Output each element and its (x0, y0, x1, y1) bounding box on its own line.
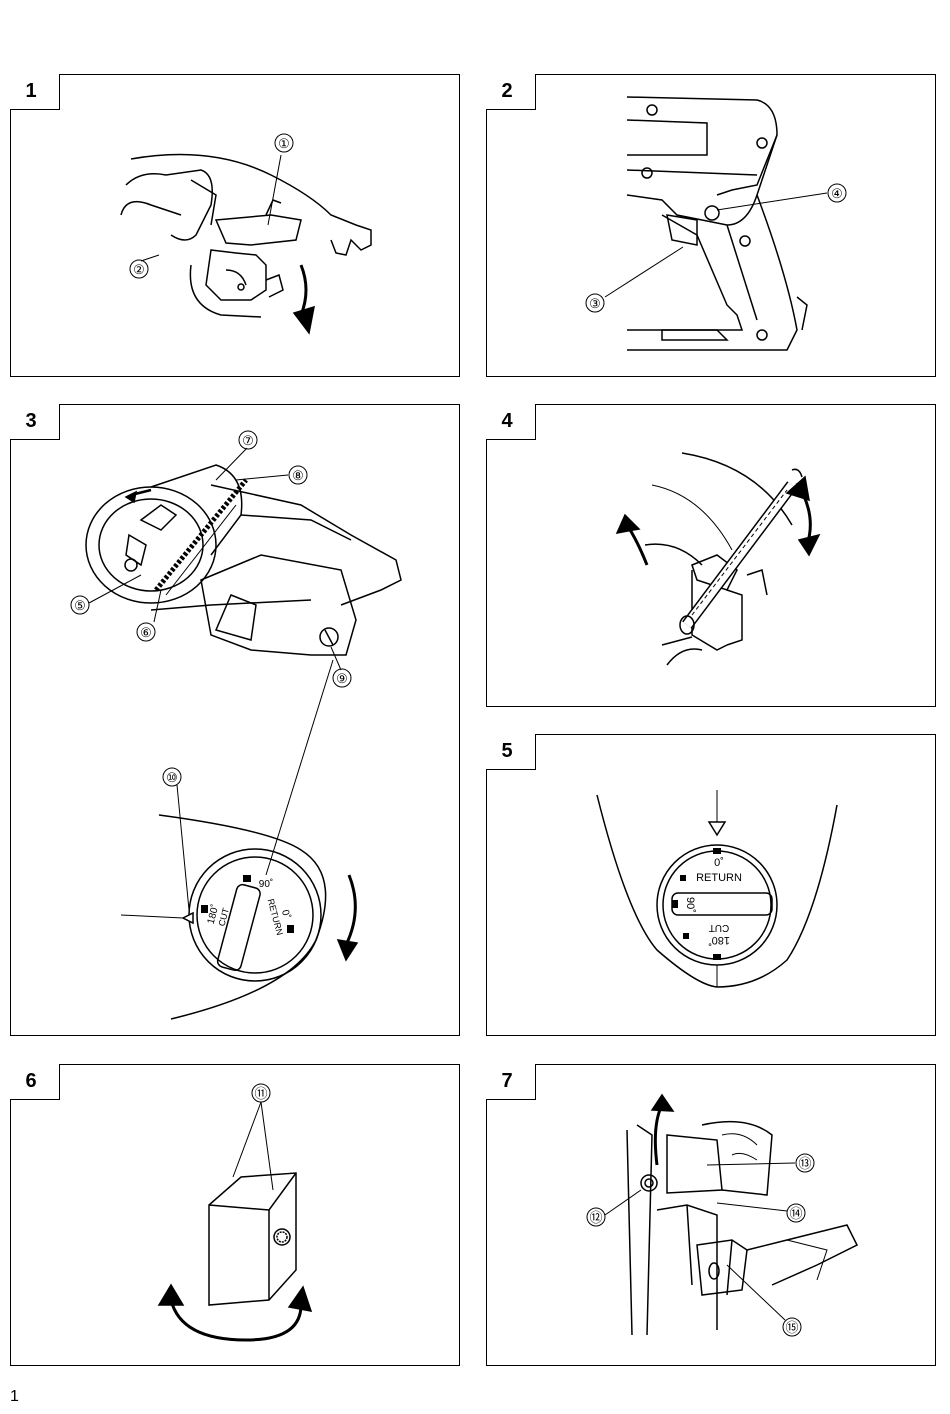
callout-12: ⑫ (589, 1210, 602, 1225)
figure-6-illustration: ⑪ (157, 1083, 313, 1342)
callout-11: ⑪ (254, 1086, 267, 1101)
dial-0-label: 0˚ (279, 908, 293, 920)
dial-return-label: RETURN (696, 872, 742, 884)
dial-90-label: 90˚ (684, 897, 696, 913)
callout-8: ⑧ (292, 468, 304, 483)
figure-number-tab: 6 (9, 1063, 60, 1100)
page-number: 1 (10, 1388, 19, 1405)
callout-14: ⑭ (789, 1206, 802, 1221)
figure-7-illustration: ⑫ ⑬ ⑭ ⑮ (586, 1093, 859, 1337)
figure-number: 7 (501, 1069, 513, 1092)
dial-90-label: 90˚ (259, 878, 273, 890)
figure-number: 4 (501, 409, 513, 432)
figure-1-panel: 1 ① ② (9, 73, 460, 377)
figure-number-tab: 5 (485, 733, 536, 770)
callout-6: ⑥ (140, 625, 152, 640)
figure-number-tab: 4 (485, 403, 536, 440)
callout-10: ⑩ (166, 770, 178, 785)
figure-number-tab: 1 (9, 73, 60, 110)
figure-3-illustration: ⑤ ⑥ ⑦ ⑧ ⑨ ⑩ 90˚ 180˚ CUT 0˚ RETURN (70, 430, 402, 1020)
figure-number: 1 (25, 79, 37, 102)
dial-cut-label: CUT (709, 922, 730, 933)
callout-5: ⑤ (74, 598, 86, 613)
figure-number-tab: 7 (485, 1063, 536, 1100)
callout-13: ⑬ (798, 1156, 811, 1171)
figure-1-illustration: ① ② (120, 133, 372, 335)
callout-3: ③ (589, 296, 601, 311)
callout-1: ① (278, 136, 290, 151)
figure-2-panel: 2 ③ ④ (485, 73, 936, 377)
callout-4: ④ (831, 186, 843, 201)
dial-180-label: 180˚ (205, 903, 222, 925)
callout-7: ⑦ (242, 433, 254, 448)
figure-3-panel: 3 ⑤ ⑥ ⑦ ⑧ ⑨ ⑩ (9, 403, 460, 1036)
callout-9: ⑨ (336, 671, 348, 686)
callout-2: ② (133, 262, 145, 277)
figure-number-tab: 3 (9, 403, 60, 440)
figure-5-illustration: 0˚ RETURN 90˚ 180˚ CUT (596, 790, 838, 988)
figure-6-panel: 6 ⑪ (9, 1063, 460, 1366)
figure-number: 3 (25, 409, 37, 432)
figure-number: 2 (501, 79, 513, 102)
dial-cut-label: CUT (217, 906, 232, 927)
figure-number-tab: 2 (485, 73, 536, 110)
figure-4-illustration (615, 452, 821, 666)
figure-2-illustration: ③ ④ (585, 96, 847, 351)
callout-15: ⑮ (785, 1320, 798, 1335)
figure-number: 6 (25, 1069, 37, 1092)
figure-number: 5 (501, 739, 513, 762)
dial-180-label: 180˚ (708, 934, 730, 946)
dial-0-label: 0˚ (714, 857, 724, 869)
figure-4-panel: 4 (485, 403, 936, 707)
figure-7-panel: 7 ⑫ ⑬ ⑭ ⑮ (485, 1063, 936, 1366)
figure-5-panel: 5 0˚ RETURN 90˚ 180˚ CUT (485, 733, 936, 1036)
